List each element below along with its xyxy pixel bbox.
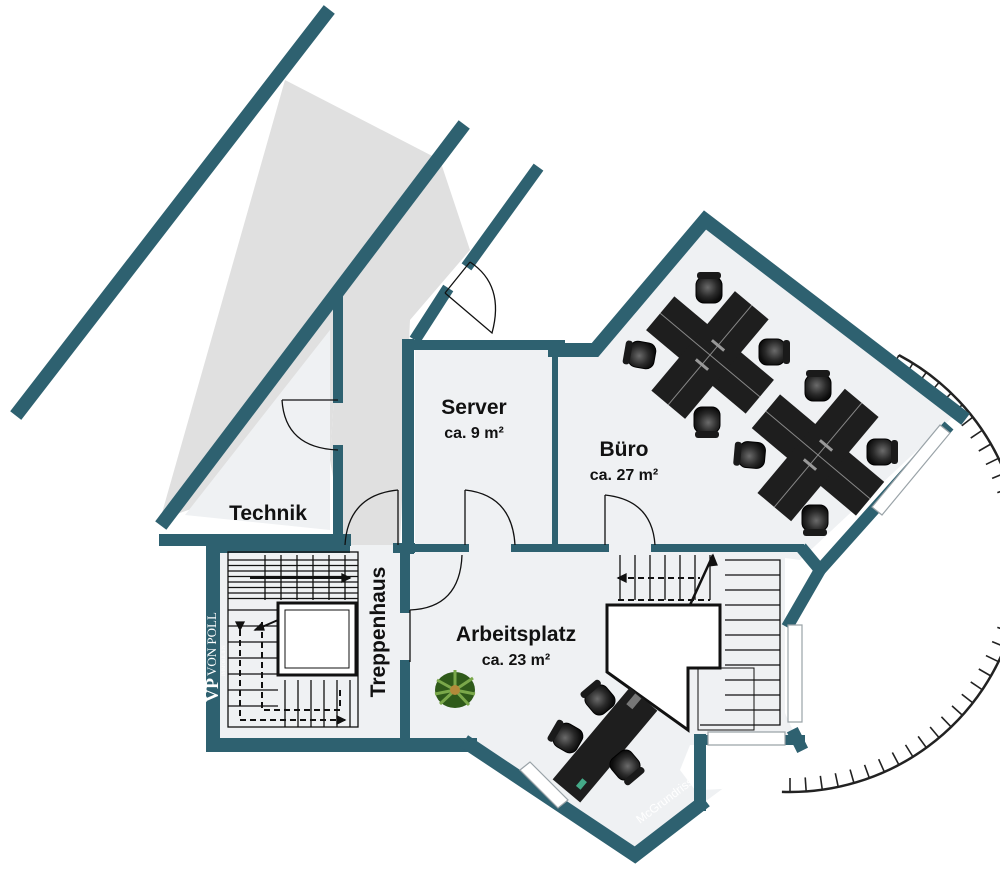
wall-roof-server xyxy=(461,163,544,271)
doors xyxy=(281,261,656,662)
railing-baluster xyxy=(940,716,952,728)
label-treppenhaus: Treppenhaus xyxy=(367,567,390,698)
wall-buero-top xyxy=(548,210,970,425)
railing-baluster xyxy=(834,773,840,788)
walls xyxy=(10,5,970,864)
door-treppenhaus-top xyxy=(344,489,399,546)
railing-baluster xyxy=(978,443,992,452)
windows xyxy=(519,424,951,809)
railing-baluster xyxy=(961,416,974,427)
label-server-area: ca. 9 m² xyxy=(444,425,504,442)
door-server xyxy=(464,489,516,546)
desk-cluster-2 xyxy=(751,388,885,522)
roof-slope-corridor xyxy=(330,160,470,545)
door-roof xyxy=(444,261,497,335)
label-buero: Büro xyxy=(600,438,649,461)
railing-baluster xyxy=(863,764,871,779)
window-buero-right xyxy=(871,424,951,516)
railing-baluster xyxy=(929,726,940,739)
railing-baluster xyxy=(985,457,999,466)
railing-baluster xyxy=(970,429,983,439)
window-stairs-right xyxy=(787,624,803,723)
label-arbeitsplatz: Arbeitsplatz xyxy=(456,623,576,646)
label-buero-area: ca. 27 m² xyxy=(590,467,658,484)
railing-baluster xyxy=(978,668,992,677)
stairs-left xyxy=(227,551,359,728)
wall-buero-lower-diag xyxy=(781,561,829,631)
railing-baluster xyxy=(917,735,928,749)
railing-baluster xyxy=(991,474,1000,480)
roof-slope-left xyxy=(160,80,440,520)
stairs-right-landing xyxy=(605,603,722,733)
railing-baluster xyxy=(985,654,999,663)
watermark-vp: VP xyxy=(202,678,222,702)
railing-baluster xyxy=(849,769,855,784)
watermark-logo: VP VON POLL IMMOBILIEN xyxy=(202,612,227,702)
wall-roof-inner xyxy=(155,120,470,530)
railing-baluster xyxy=(970,681,983,691)
label-server: Server xyxy=(441,396,506,419)
plant-icon xyxy=(434,670,476,708)
floor-technik xyxy=(185,330,330,530)
door-buero xyxy=(604,494,656,546)
railing-baluster xyxy=(904,744,914,758)
wall-stairwell xyxy=(206,541,477,752)
door-technik xyxy=(281,399,339,451)
watermark-brand: VON POLL xyxy=(204,612,219,676)
stairs-left-well xyxy=(276,601,358,677)
stairs-left-outer xyxy=(227,551,359,728)
railing-baluster xyxy=(951,705,963,716)
window-bottom-left xyxy=(519,761,569,809)
railing-arc xyxy=(781,354,1000,794)
wall-server-diag xyxy=(409,284,454,344)
railing-baluster xyxy=(961,693,974,704)
balcony-floor xyxy=(680,415,990,790)
door-stairwell xyxy=(409,554,463,662)
railing-baluster xyxy=(877,758,886,773)
railing-baluster xyxy=(991,640,1000,646)
railing-baluster xyxy=(804,777,807,792)
railing-baluster xyxy=(891,752,900,766)
window-bottom-horizontal xyxy=(707,731,786,746)
label-technik: Technik xyxy=(229,502,307,525)
wall-roof-outer xyxy=(10,5,335,420)
label-arbeitsplatz-area: ca. 23 m² xyxy=(482,652,550,669)
desk-cluster-1 xyxy=(646,291,774,419)
room-labels: Server ca. 9 m² Büro ca. 27 m² Technik T… xyxy=(229,396,658,697)
wall-bottom-point xyxy=(460,735,710,864)
stairs-right xyxy=(605,553,781,733)
desk-arbeitsplatz xyxy=(552,687,658,803)
watermark-sub: IMMOBILIEN xyxy=(222,645,227,676)
railing-baluster xyxy=(819,775,824,790)
floor-stairs-right xyxy=(700,548,785,735)
